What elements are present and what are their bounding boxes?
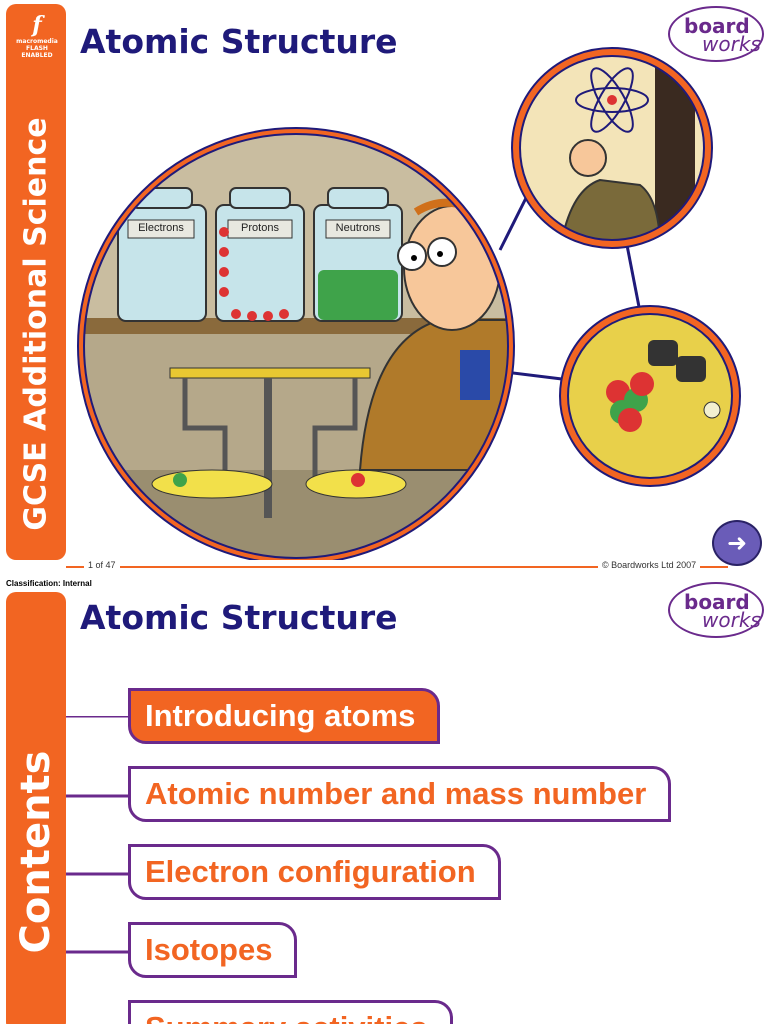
- menu-item-atomic-number[interactable]: Atomic number and mass number: [128, 766, 672, 822]
- atom-discovery-scene: [511, 47, 713, 249]
- logo-word-works: works: [702, 32, 761, 56]
- title-slide: f macromedia FLASH ENABLED GCSE Addition…: [6, 4, 764, 570]
- boardworks-logo: board works: [668, 6, 764, 62]
- logo-word-board: board: [684, 14, 750, 38]
- logo-word-board: board: [684, 590, 750, 614]
- jar-protons: [215, 187, 305, 322]
- next-slide-button[interactable]: ➜: [712, 520, 762, 566]
- menu-item-isotopes[interactable]: Isotopes: [128, 922, 298, 978]
- badge-line-1: macromedia: [16, 38, 58, 45]
- menu-item-summary-activities[interactable]: Summary activities: [128, 1000, 453, 1024]
- sidebar-banner: Contents: [6, 592, 66, 1024]
- jar-label-protons: Protons: [241, 222, 279, 234]
- jar-label-neutrons: Neutrons: [335, 222, 381, 234]
- copyright-notice: © Boardworks Ltd 2007: [598, 560, 701, 570]
- jar-neutrons: [313, 187, 403, 322]
- jar-electrons: [117, 187, 207, 322]
- arrow-right-icon: ➜: [726, 529, 748, 557]
- scientist-with-jars-scene: [77, 127, 515, 560]
- slide-counter: 1 of 47: [84, 560, 120, 570]
- badge-line-3: ENABLED: [21, 52, 53, 59]
- flash-icon: f: [32, 12, 42, 38]
- badge-line-2: FLASH: [26, 45, 48, 52]
- sidebar-contents-title: Contents: [13, 750, 59, 954]
- menu-connector-lines: [66, 716, 128, 954]
- page-title: Atomic Structure: [80, 22, 398, 61]
- menu-item-introducing-atoms[interactable]: Introducing atoms: [128, 688, 441, 744]
- contents-slide: Classification: Internal Contents Atomic…: [0, 576, 768, 1024]
- classification-label: Classification: Internal: [6, 579, 92, 588]
- flash-enabled-badge: f macromedia FLASH ENABLED: [16, 12, 58, 66]
- menu-item-electron-configuration[interactable]: Electron configuration: [128, 844, 501, 900]
- title-illustration: [77, 47, 741, 560]
- page-title: Atomic Structure: [80, 598, 398, 637]
- jar-label-electrons: Electrons: [138, 222, 184, 234]
- atom-character-scene: [559, 305, 741, 487]
- logo-word-works: works: [702, 608, 761, 632]
- footer-rule: [66, 566, 728, 568]
- sidebar-banner: f macromedia FLASH ENABLED GCSE Addition…: [6, 4, 66, 560]
- boardworks-logo: board works: [668, 582, 764, 638]
